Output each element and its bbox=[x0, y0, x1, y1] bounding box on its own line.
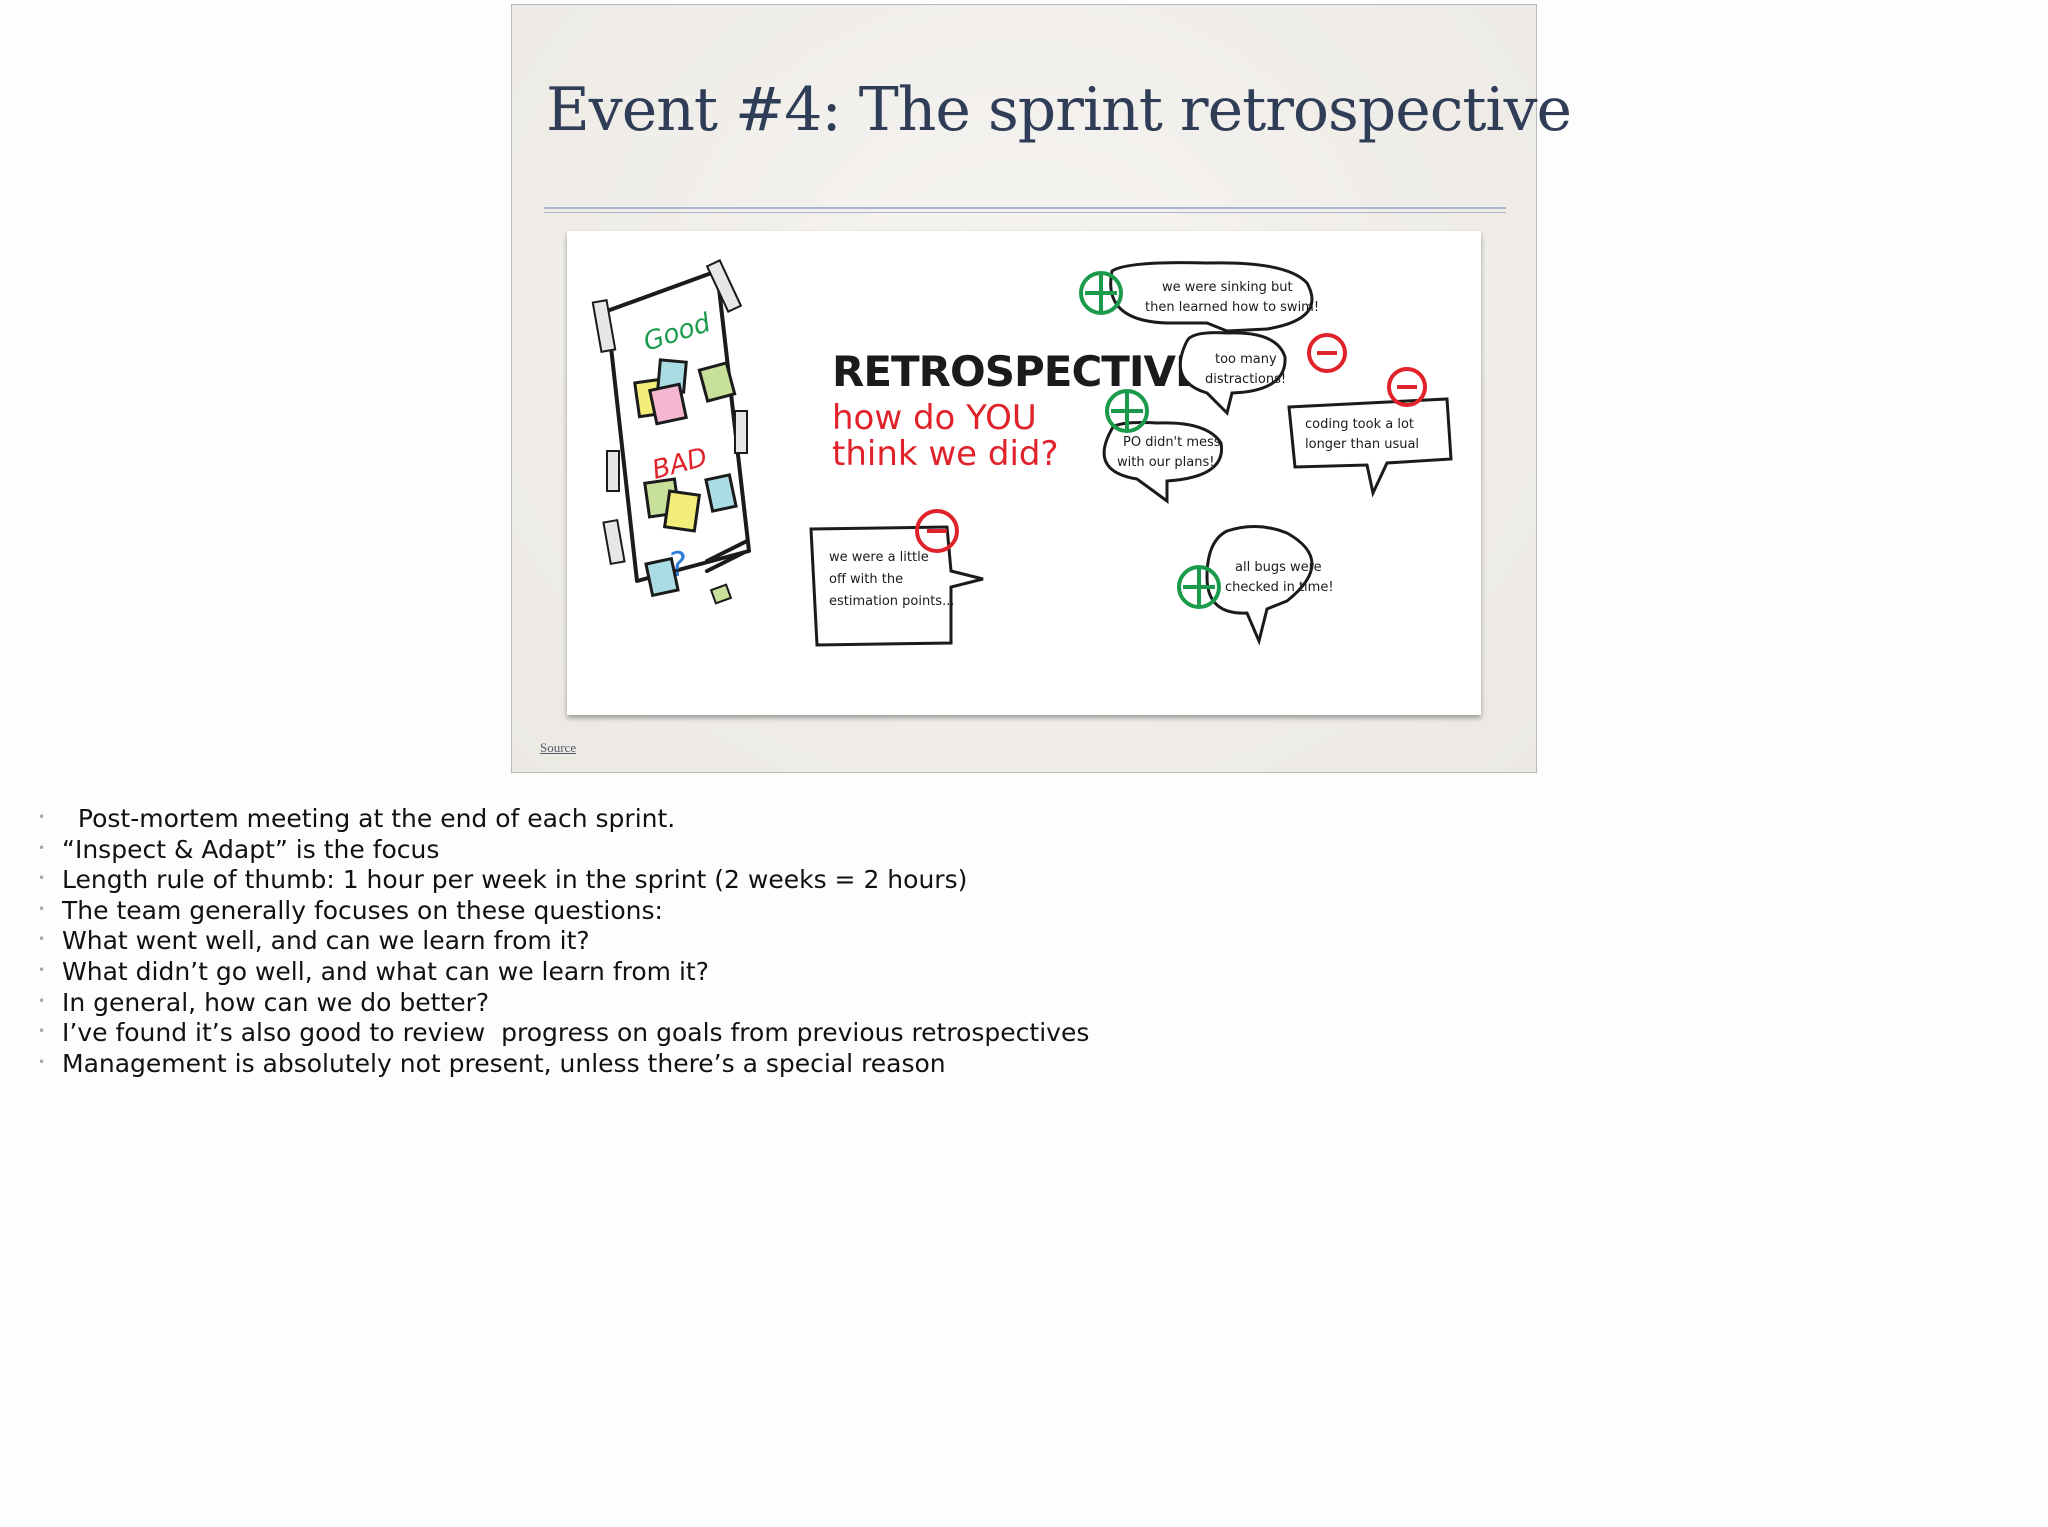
notes-item-text: In general, how can we do better? bbox=[62, 987, 490, 1017]
bullet-icon: • bbox=[38, 993, 46, 1008]
illustration-subheading-1: how do YOU bbox=[832, 398, 1037, 438]
bubble-3-line1: coding took a lot bbox=[1305, 417, 1414, 432]
illustration-canvas: Good BAD ? RETROSPECTIVE how do YOU thin… bbox=[591, 259, 1453, 647]
speech-bubble-1: we were sinking but then learned how to … bbox=[1079, 261, 1319, 333]
bullet-icon: • bbox=[38, 840, 46, 855]
speech-bubble-5: we were a little off with the estimation… bbox=[809, 509, 984, 647]
bubble-2-line1: too many bbox=[1215, 352, 1277, 367]
notes-item-text: Length rule of thumb: 1 hour per week in… bbox=[62, 865, 968, 895]
speech-bubble-2: too many distractions! bbox=[1178, 331, 1347, 416]
notes-item-text: The team generally focuses on these ques… bbox=[62, 895, 663, 925]
notes-item: • Post-mortem meeting at the end of each… bbox=[34, 804, 1934, 835]
speech-bubble-4: PO didn't mess with our plans! bbox=[1102, 389, 1224, 504]
bubble-5-line2: off with the bbox=[829, 572, 903, 587]
bullet-icon: • bbox=[38, 962, 46, 977]
speech-bubble-6: all bugs were checked in time! bbox=[1177, 525, 1334, 646]
notes-item-text: Management is absolutely not present, un… bbox=[62, 1048, 946, 1078]
bubble-1-line1: we were sinking but bbox=[1162, 280, 1293, 295]
title-divider-thin bbox=[544, 212, 1506, 213]
bullet-icon: • bbox=[38, 810, 46, 824]
notes-item: • In general, how can we do better? bbox=[34, 988, 1934, 1019]
title-divider bbox=[544, 207, 1506, 209]
notes-item-text: I’ve found it’s also good to review prog… bbox=[62, 1018, 1090, 1048]
source-link[interactable]: Source bbox=[540, 740, 577, 755]
illustration-heading: RETROSPECTIVE bbox=[832, 347, 1203, 396]
notes-item: • “Inspect & Adapt” is the focus bbox=[34, 835, 1934, 866]
bubble-5-line1: we were a little bbox=[829, 550, 929, 565]
bubble-4-line2: with our plans! bbox=[1117, 455, 1214, 470]
bubble-3-line2: longer than usual bbox=[1305, 437, 1419, 452]
notes-item: • What didn’t go well, and what can we le… bbox=[34, 957, 1934, 988]
notes-item: • Management is absolutely not present, u… bbox=[34, 1049, 1934, 1080]
bubble-1-line2: then learned how to swim! bbox=[1145, 300, 1319, 315]
speech-bubble-3: coding took a lot longer than usual bbox=[1287, 367, 1453, 498]
bullet-icon: • bbox=[38, 1054, 46, 1069]
speaker-notes-list: • Post-mortem meeting at the end of each… bbox=[34, 804, 1934, 1079]
bubble-4-line1: PO didn't mess bbox=[1123, 435, 1221, 450]
notes-item: • I’ve found it’s also good to review pro… bbox=[34, 1018, 1934, 1049]
slide-title: Event #4: The sprint retrospective bbox=[546, 75, 1572, 145]
illustration-subheading-2: think we did? bbox=[832, 434, 1059, 474]
bubble-2-line2: distractions! bbox=[1205, 372, 1286, 387]
notes-item-text: “Inspect & Adapt” is the focus bbox=[62, 834, 440, 864]
bullet-icon: • bbox=[38, 932, 46, 947]
notes-item: • The team generally focuses on these que… bbox=[34, 896, 1934, 927]
bubble-6-line2: checked in time! bbox=[1225, 580, 1334, 595]
bubble-5-line3: estimation points... bbox=[829, 594, 954, 609]
bullet-icon: • bbox=[38, 1024, 46, 1039]
notes-item-text: What didn’t go well, and what can we lea… bbox=[62, 956, 709, 986]
notes-item: • Length rule of thumb: 1 hour per week i… bbox=[34, 865, 1934, 896]
sticky-board: Good BAD ? bbox=[591, 259, 751, 605]
bubble-6-line1: all bugs were bbox=[1235, 560, 1322, 575]
notes-item: • What went well, and can we learn from i… bbox=[34, 926, 1934, 957]
notes-item-text: What went well, and can we learn from it… bbox=[62, 926, 590, 956]
slide: Event #4: The sprint retrospective Good … bbox=[511, 4, 1572, 773]
retrospective-illustration: Good BAD ? RETROSPECTIVE how do YOU thin… bbox=[567, 231, 1481, 715]
bullet-icon: • bbox=[38, 871, 46, 886]
notes-item-text: Post-mortem meeting at the end of each s… bbox=[62, 804, 676, 833]
bullet-icon: • bbox=[38, 901, 46, 916]
